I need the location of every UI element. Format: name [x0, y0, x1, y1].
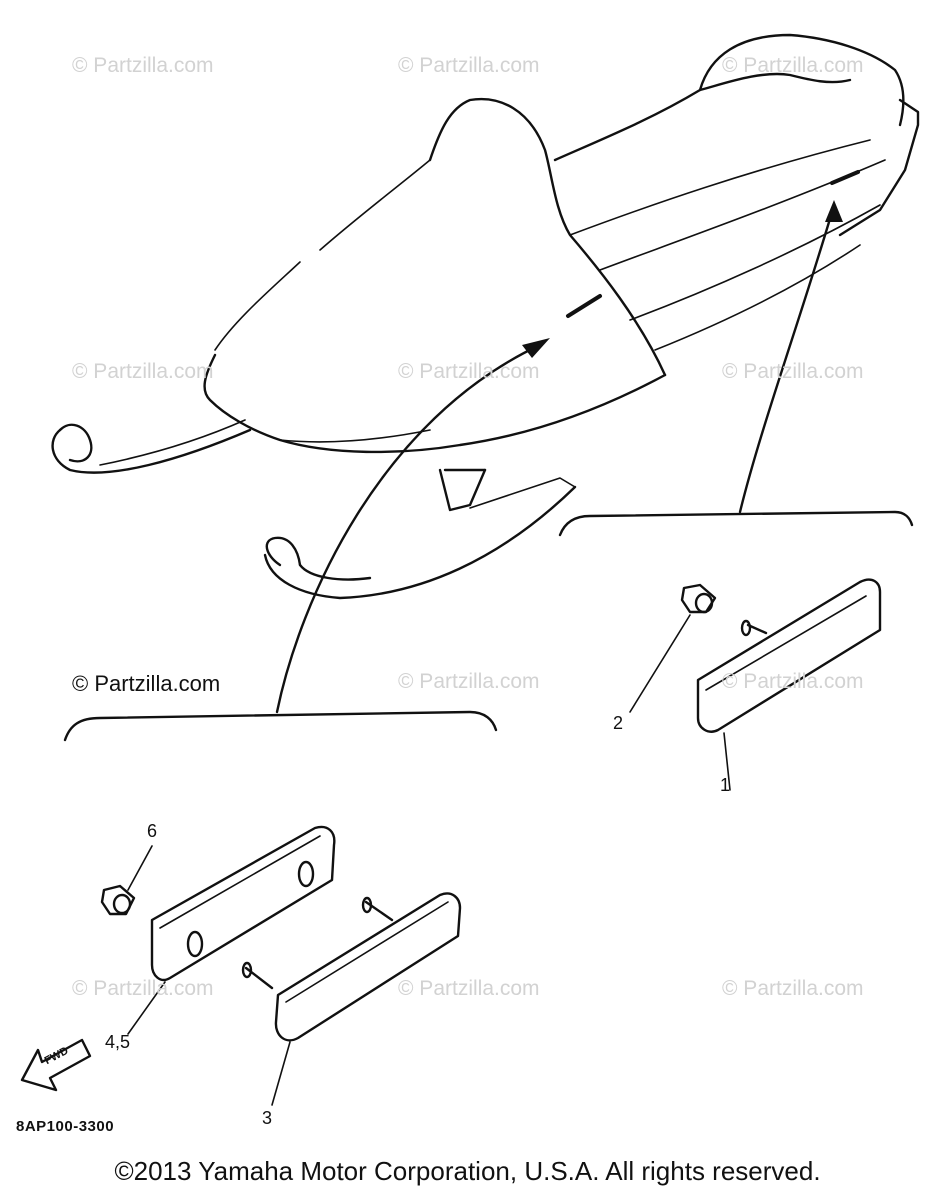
watermark: © Partzilla.com	[722, 977, 864, 1000]
watermark: © Partzilla.com	[722, 54, 864, 77]
callout-part-1: 1	[720, 775, 731, 795]
drawing-code: 8AP100-3300	[16, 1118, 115, 1135]
leader-lines	[275, 200, 843, 714]
plate-part-4-5	[127, 825, 336, 1035]
copyright-notice: ©2013 Yamaha Motor Corporation, U.S.A. A…	[114, 1156, 821, 1186]
fwd-arrow-icon	[20, 1038, 92, 1092]
callout-part-2: 2	[613, 713, 624, 733]
callout-part-4-5: 4,5	[105, 1032, 131, 1052]
callout-part-3: 3	[262, 1108, 273, 1128]
group-brackets	[63, 510, 914, 742]
callout-part-6: 6	[147, 821, 158, 841]
watermark: © Partzilla.com	[398, 54, 540, 77]
watermark: © Partzilla.com	[398, 977, 540, 1000]
watermark: © Partzilla.com	[72, 977, 214, 1000]
watermark-strong: © Partzilla.com	[72, 671, 221, 696]
watermark: © Partzilla.com	[398, 670, 540, 693]
watermark: © Partzilla.com	[398, 360, 540, 383]
watermark: © Partzilla.com	[72, 54, 214, 77]
reflector-part-1	[696, 578, 882, 791]
watermark: © Partzilla.com	[722, 670, 864, 693]
snowmobile-illustration	[51, 33, 920, 600]
watermark: © Partzilla.com	[722, 360, 864, 383]
nut-part-6	[100, 845, 153, 916]
reflector-part-3	[241, 892, 462, 1106]
watermark: © Partzilla.com	[72, 360, 214, 383]
nut-part-2	[629, 583, 717, 713]
